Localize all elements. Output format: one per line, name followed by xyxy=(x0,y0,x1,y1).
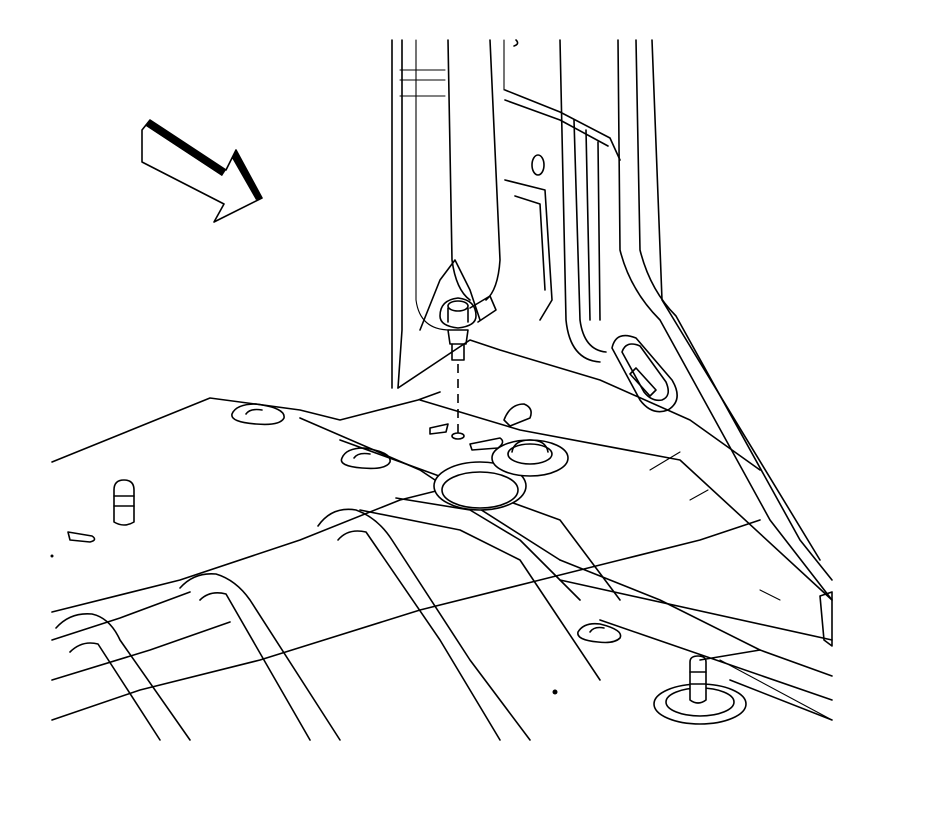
fastener-bolt xyxy=(439,295,497,434)
body-pillar xyxy=(391,39,833,601)
floor-plug xyxy=(433,439,569,511)
side-rail xyxy=(699,591,833,721)
floor-stud-left xyxy=(113,479,135,526)
floor-stud-right xyxy=(653,655,747,725)
pillar-grommet xyxy=(611,334,678,413)
floor-ribs xyxy=(55,497,601,741)
arrow-front-icon xyxy=(141,119,263,223)
floor-panel xyxy=(51,339,833,721)
